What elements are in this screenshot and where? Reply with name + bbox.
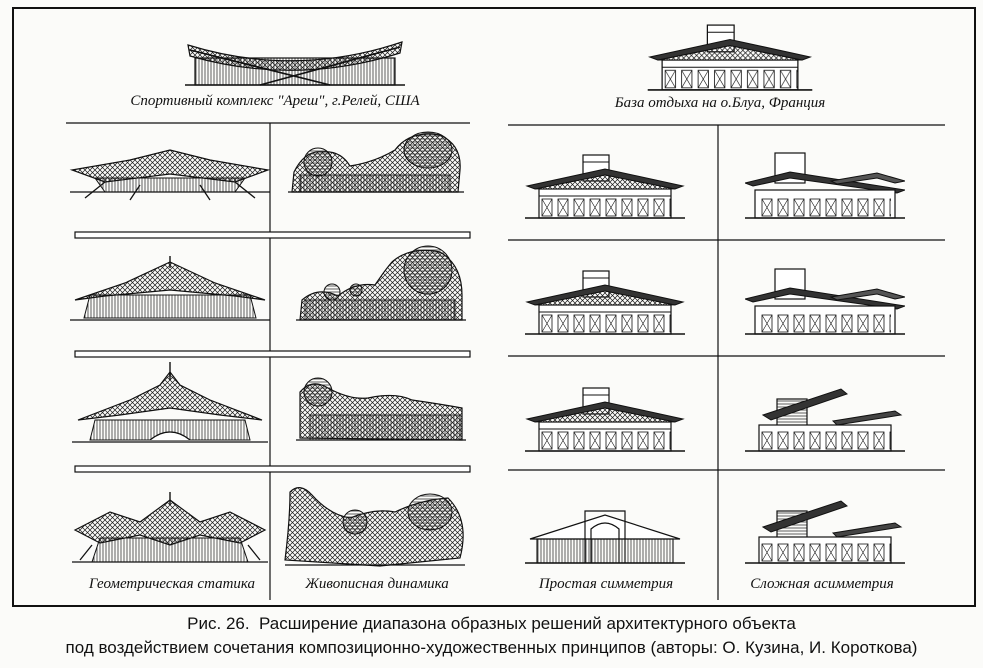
organic-dome-large [407, 493, 453, 531]
left-panel-grid [66, 122, 471, 600]
picturesque-dynamics-drawing-1 [288, 131, 464, 193]
organic-dome-large [403, 131, 453, 169]
geometric-statics-drawing-2 [70, 256, 270, 321]
organic-dome-small [303, 147, 333, 177]
picturesque-dynamics-drawing-2 [296, 245, 466, 321]
organic-dome-small [323, 283, 341, 301]
row-separator-1 [74, 231, 471, 239]
complex-asymmetry-drawing-1 [745, 152, 905, 219]
geometric-statics-drawing-1 [69, 149, 271, 201]
sports-complex-drawing [185, 41, 405, 86]
resort-caption: База отдыха на о.Блуа, Франция [614, 95, 826, 111]
picturesque-dynamics-caption: Живописная динамика [305, 576, 449, 592]
simple-symmetry-drawing-2 [525, 270, 685, 335]
organic-base [304, 299, 456, 321]
row-separator-3 [74, 465, 471, 473]
geometric-statics-caption: Геометрическая статика [88, 576, 256, 592]
simple-symmetry-drawing-1 [525, 154, 685, 219]
tent-entrance-arch [149, 431, 191, 441]
tent-body [83, 294, 257, 319]
figure-caption-line-1: Рис. 26. Расширение диапазона образных р… [187, 614, 796, 633]
arena-crossed-arches [189, 46, 401, 86]
organic-dome-small [303, 377, 333, 407]
complex-asymmetry-drawing-2 [745, 268, 905, 335]
simple-symmetry-drawing-4 [525, 510, 685, 564]
complex-asymmetry-drawing-4 [745, 500, 905, 564]
figure-caption-line-2: под воздействием сочетания композиционно… [65, 638, 918, 657]
simple-symmetry-drawing-3 [525, 387, 685, 452]
organic-base [309, 414, 461, 441]
tent-supports [79, 544, 261, 561]
tent-roof [73, 499, 267, 546]
complex-asymmetry-caption: Сложная асимметрия [750, 576, 894, 592]
geometric-statics-drawing-4 [72, 492, 268, 563]
organic-base [299, 174, 451, 193]
resort-drawing [646, 24, 814, 91]
picturesque-dynamics-drawing-3 [296, 377, 466, 441]
tent-body [89, 419, 251, 441]
right-panel-grid [508, 124, 945, 600]
figure-frame [12, 7, 976, 607]
sports-complex-caption: Спортивный комплекс "Ареш", г.Релей, США [130, 93, 420, 109]
simple-symmetry-caption: Простая симметрия [538, 576, 674, 592]
geometric-statics-drawing-3 [72, 362, 268, 443]
tent-roof [74, 261, 266, 301]
row-separator-2 [74, 350, 471, 358]
picturesque-dynamics-drawing-4 [284, 487, 465, 567]
organic-dome-large [403, 245, 453, 295]
organic-dome-tiny [349, 283, 363, 297]
tent-roof [77, 371, 263, 421]
tent-supports [84, 181, 256, 201]
organic-dome-small [342, 509, 368, 535]
tent-roof [69, 149, 271, 183]
complex-asymmetry-drawing-3 [745, 388, 905, 452]
